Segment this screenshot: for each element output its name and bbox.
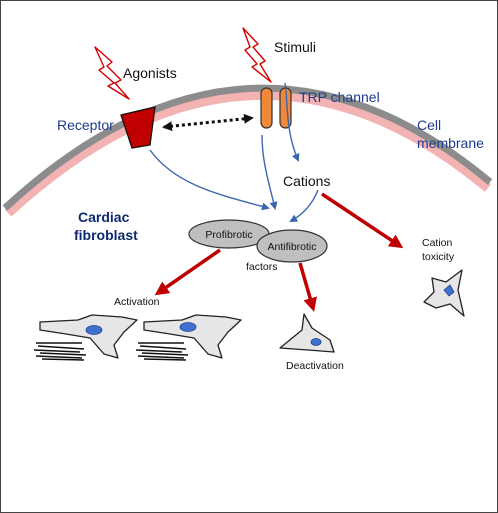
interaction-arrow (162, 113, 254, 132)
stimuli-label: Stimuli (274, 39, 316, 55)
cell-membrane-label-line2: membrane (417, 135, 484, 151)
outcome-arrows (154, 192, 404, 312)
activation-label: Activation (114, 296, 160, 308)
cardiac-fibroblast-label-line2: fibroblast (74, 227, 138, 243)
agonists-label: Agonists (123, 65, 177, 81)
trp-channel-label: TRP channel (299, 89, 380, 105)
cell-membrane-label-line1: Cell (417, 117, 441, 133)
nucleus (85, 325, 103, 335)
cation-toxicity-label-line1: Cation (422, 237, 453, 249)
fibers (135, 342, 189, 361)
cations-label: Cations (283, 173, 330, 189)
fibers (33, 342, 87, 361)
cell-membrane (2, 84, 493, 217)
cardiac-fibroblast-label-line1: Cardiac (78, 209, 130, 225)
nucleus (310, 338, 322, 346)
antifibrotic-factor (256, 229, 328, 263)
receptor-label: Receptor (57, 117, 114, 133)
factors-label: factors (246, 261, 278, 273)
fibroblast-cell-icon (135, 314, 242, 361)
lightning-bolt-icon (242, 27, 272, 83)
nucleus (179, 322, 197, 332)
fibroblast-cell-icon (33, 314, 138, 361)
trp-channel-icon (260, 87, 292, 129)
deactivation-label: Deactivation (286, 360, 344, 372)
fibroblast-cell-icon (279, 313, 335, 353)
lightning-bolt-icon (94, 46, 130, 100)
profibrotic-label: Profibrotic (205, 229, 252, 241)
antifibrotic-label: Antifibrotic (267, 241, 316, 253)
receptor-icon (120, 106, 156, 149)
cation-toxicity-label-line2: toxicity (422, 251, 455, 263)
fibroblast-cell-icon (423, 269, 465, 317)
signal-arrows (149, 82, 319, 222)
nucleus (443, 284, 455, 297)
